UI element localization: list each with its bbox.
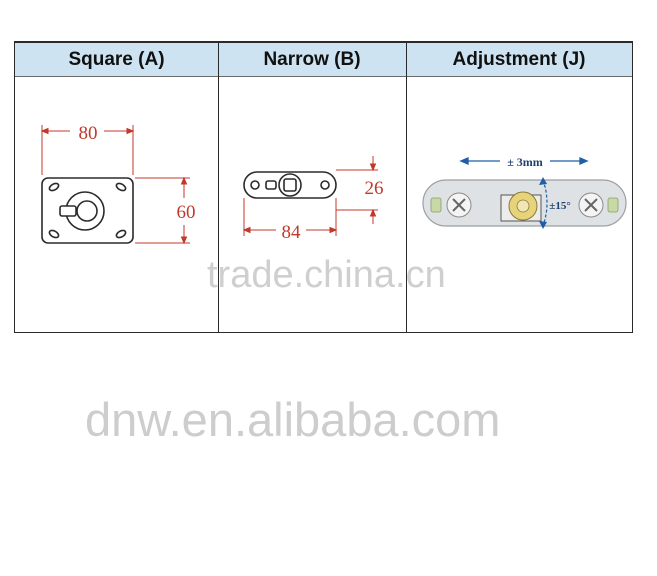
watermark-primary: trade.china.cn <box>207 254 446 296</box>
square-width-label: 80 <box>79 123 98 144</box>
square-plate-diagram: 80 60 <box>40 123 196 245</box>
watermark-secondary: dnw.en.alibaba.com <box>85 393 501 446</box>
product-table: Square (A) Narrow (B) Adjustment (J) <box>14 41 633 333</box>
header-narrow: Narrow (B) <box>218 43 406 77</box>
adjustment-horizontal-label: ± 3mm <box>507 155 543 169</box>
square-height-label: 60 <box>177 202 196 223</box>
screw-icon <box>446 192 472 218</box>
narrow-height-label: 26 <box>365 178 384 199</box>
header-adjustment: Adjustment (J) <box>406 43 632 77</box>
header-square-label: Square (A) <box>68 48 165 70</box>
header-narrow-label: Narrow (B) <box>263 48 361 70</box>
narrow-width-label: 84 <box>282 222 302 243</box>
column-divider <box>218 43 219 332</box>
adjustment-plate-diagram: ± 3mm ±15° <box>422 155 627 229</box>
header-square: Square (A) <box>15 43 218 77</box>
narrow-plate-diagram: 26 84 <box>242 156 384 243</box>
header-adjustment-label: Adjustment (J) <box>452 48 586 70</box>
adjustment-angle-label: ±15° <box>549 200 570 212</box>
column-divider <box>406 43 407 332</box>
screw-icon <box>578 192 604 218</box>
